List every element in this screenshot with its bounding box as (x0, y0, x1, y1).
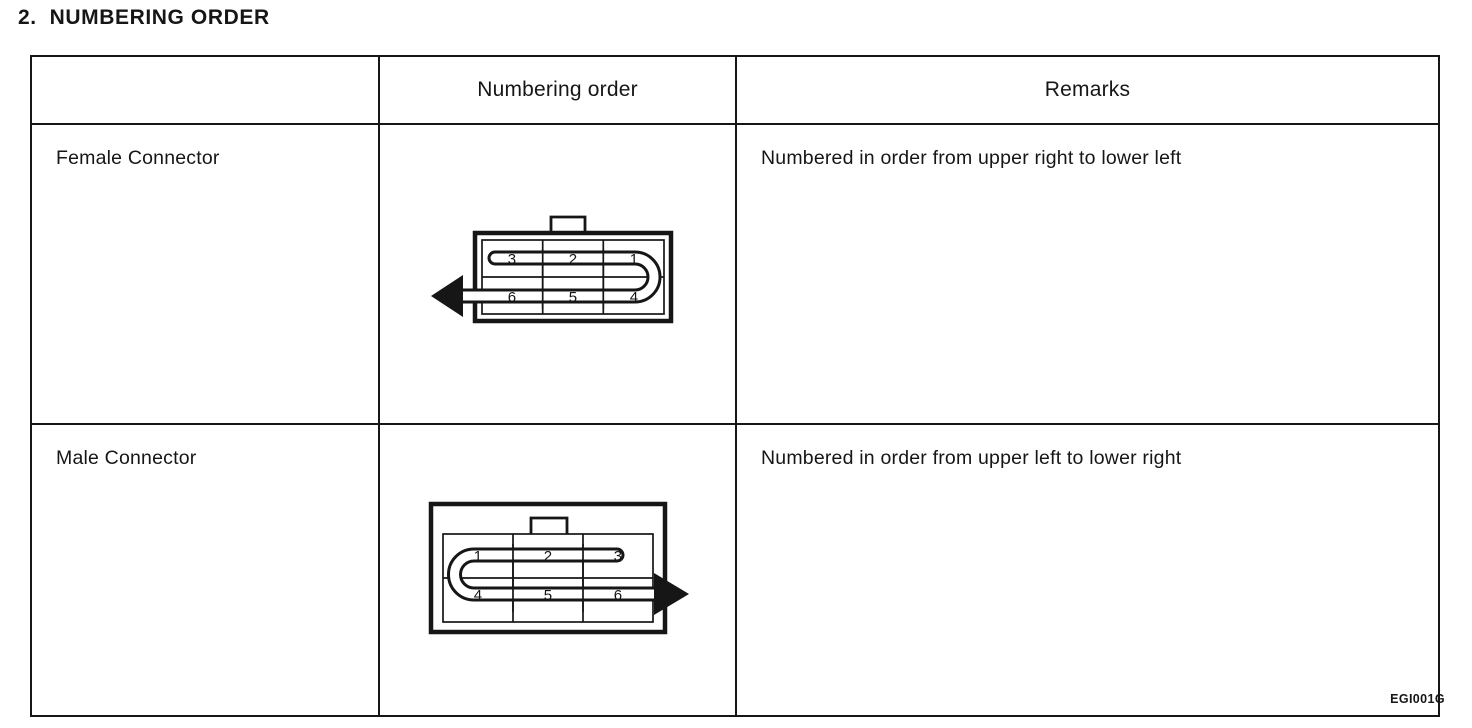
table-row-male-connector: Male Connector 1 2 3 4 5 6 (30, 423, 1440, 717)
male-connector-diagram: 1 2 3 4 5 6 (428, 501, 689, 635)
row-remark-male: Numbered in order from upper left to low… (735, 423, 1440, 717)
right-arrowhead-icon (653, 573, 689, 615)
numbering-order-table: Numbering order Remarks Female Connector… (30, 55, 1440, 717)
pin-number: 3 (507, 251, 516, 268)
pin-number: 5 (543, 587, 552, 604)
pin-number: 6 (613, 587, 622, 604)
pin-number: 2 (568, 251, 577, 268)
header-cell-numbering-order: Numbering order (378, 55, 737, 125)
figure-reference-code: EGI001G (1390, 692, 1445, 706)
pin-number: 5 (568, 289, 577, 306)
numbering-path-fill (449, 550, 659, 599)
table-header-row: Numbering order Remarks (30, 55, 1440, 125)
row-label-male: Male Connector (30, 423, 380, 717)
pin-number: 4 (629, 289, 638, 306)
pin-number: 2 (543, 548, 552, 565)
pin-cell-dividers (541, 249, 604, 309)
connector-lock-tab (529, 516, 568, 534)
pin-number: 3 (613, 548, 622, 565)
header-cell-remarks: Remarks (735, 55, 1440, 125)
row-label-female: Female Connector (30, 123, 380, 425)
pin-number: 1 (473, 548, 482, 565)
pin-number: 6 (507, 289, 516, 306)
numbering-path-fill (457, 253, 658, 301)
row-remark-female: Numbered in order from upper right to lo… (735, 123, 1440, 425)
pin-number: 1 (629, 251, 638, 268)
pin-number: 4 (473, 587, 482, 604)
female-diagram-cell: 3 2 1 6 5 4 (378, 123, 737, 425)
section-heading: 2. NUMBERING ORDER (18, 6, 270, 29)
male-diagram-cell: 1 2 3 4 5 6 (378, 423, 737, 717)
table-row-female-connector: Female Connector 3 2 1 6 5 4 (30, 123, 1440, 425)
pin-cell-dividers (511, 544, 584, 612)
connector-lock-tab (549, 215, 586, 233)
left-arrowhead-icon (430, 275, 463, 317)
female-connector-diagram: 3 2 1 6 5 4 (430, 215, 673, 324)
header-cell-empty (30, 55, 380, 125)
